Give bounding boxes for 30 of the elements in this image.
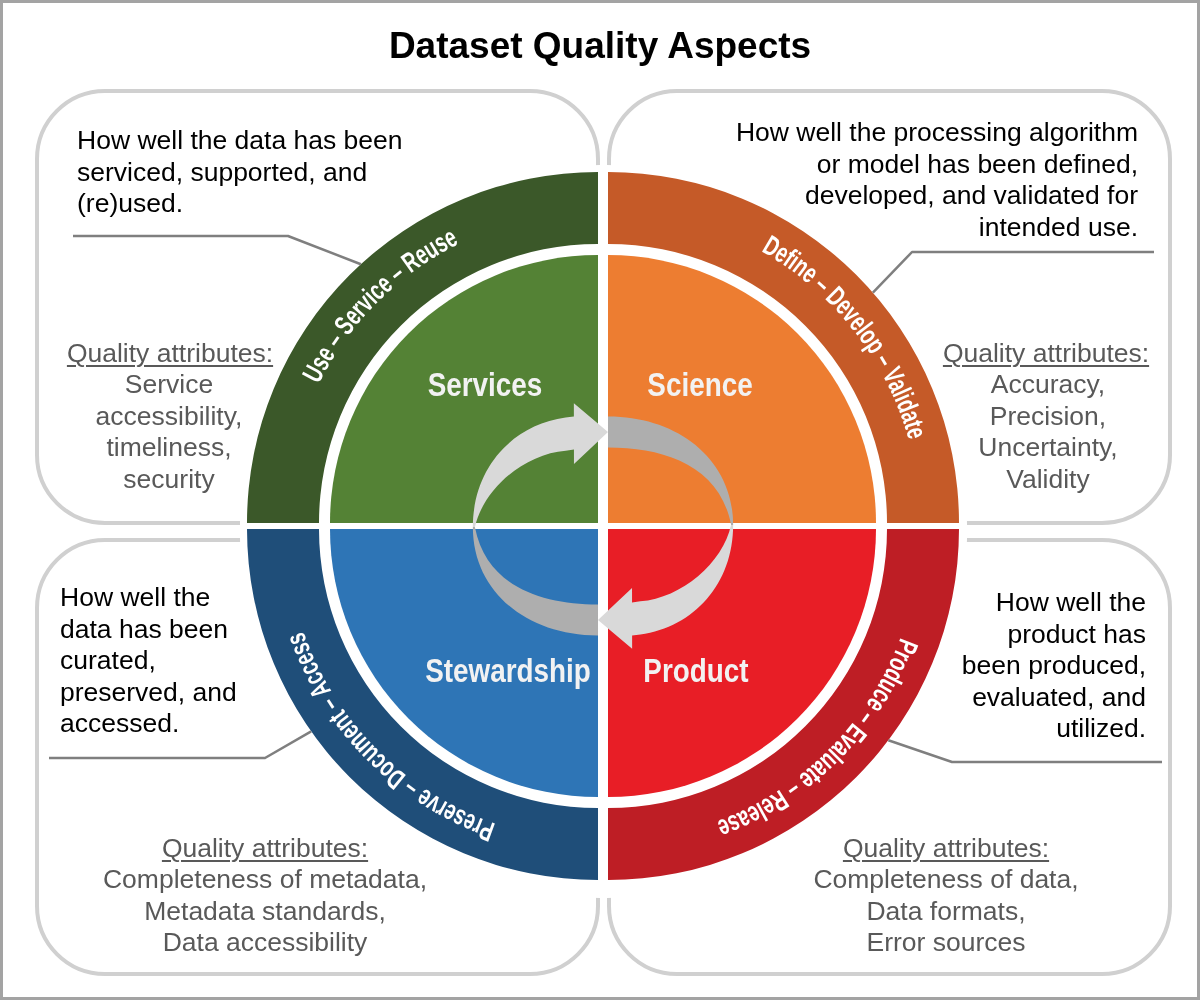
description-text: How well the data has been serviced, supported, and (re)used. bbox=[77, 125, 404, 220]
attributes-heading: Quality attributes: bbox=[66, 338, 274, 370]
attribute-item: Completeness of data, bbox=[813, 864, 1079, 896]
attributes-heading: Quality attributes: bbox=[161, 833, 369, 865]
arrow bbox=[598, 416, 734, 649]
attribute-item: Uncertainty, bbox=[978, 432, 1118, 464]
attribute-item: Metadata standards, bbox=[144, 895, 386, 927]
attribute-item: Completeness of metadata, bbox=[102, 864, 428, 896]
quadrant-label: Science bbox=[647, 365, 753, 404]
attribute-item: Precision, bbox=[989, 400, 1107, 432]
attributes-heading: Quality attributes: bbox=[842, 833, 1050, 865]
description-text: How well the product has been produced, evaluated, and utilized. bbox=[960, 587, 1146, 745]
leader-line bbox=[887, 739, 1162, 764]
attribute-item: Data formats, bbox=[866, 895, 1026, 927]
quadrant-label: Product bbox=[643, 651, 749, 690]
attribute-item: Accuracy, bbox=[990, 369, 1106, 401]
leader-line bbox=[872, 250, 1154, 294]
description-text: How well the data has been curated, preserved, and accessed. bbox=[60, 582, 238, 740]
leader-line bbox=[49, 730, 312, 760]
attributes-heading: Quality attributes: bbox=[942, 338, 1150, 370]
attribute-item: security bbox=[123, 463, 215, 495]
diagram-title: Dataset Quality Aspects bbox=[388, 27, 812, 64]
attribute-item: Validity bbox=[1006, 463, 1090, 495]
arrow bbox=[472, 403, 608, 636]
quadrant-label: Services bbox=[427, 365, 543, 404]
attribute-item: timeliness, bbox=[106, 432, 232, 464]
leader-line bbox=[73, 234, 362, 266]
quadrant-label: Stewardship bbox=[425, 651, 591, 690]
attribute-item: Data accessibility bbox=[162, 927, 368, 959]
attribute-item: Error sources bbox=[866, 927, 1026, 959]
